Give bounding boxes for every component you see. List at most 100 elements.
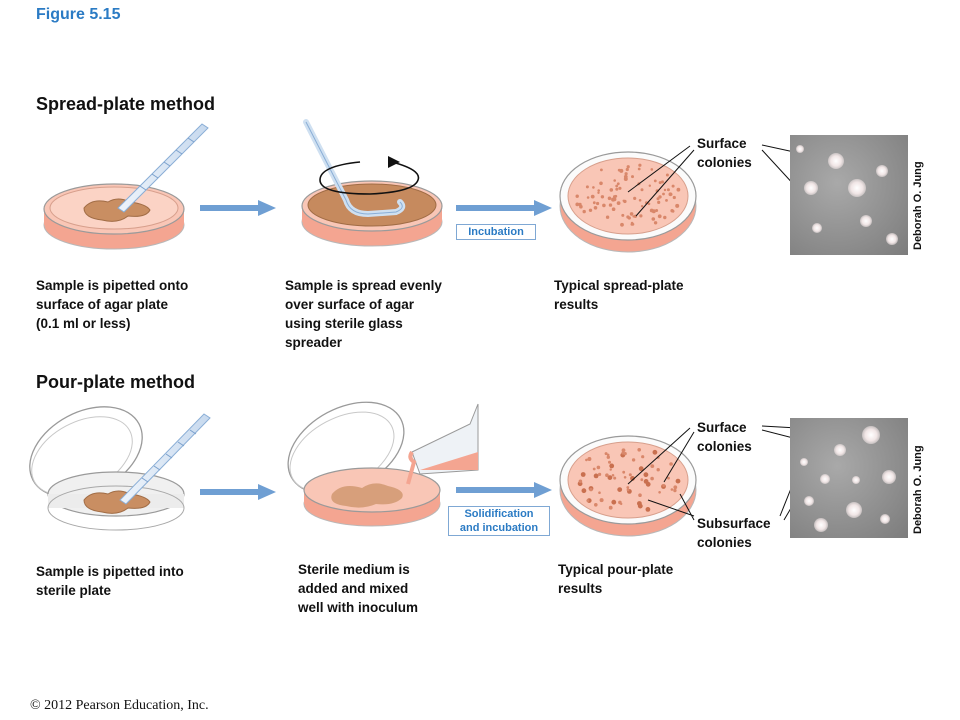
colony-dot bbox=[640, 188, 644, 192]
pour-plate-title: Pour-plate method bbox=[36, 372, 196, 392]
pour-plate-photo bbox=[790, 418, 908, 538]
colony-dot bbox=[630, 476, 635, 481]
colony-dot bbox=[611, 207, 616, 211]
colony-dot bbox=[624, 172, 628, 176]
colony-dot bbox=[657, 200, 661, 204]
colony-dot bbox=[671, 209, 675, 213]
colony-dot bbox=[585, 458, 588, 462]
colony-dot bbox=[621, 213, 625, 217]
colony-dot bbox=[652, 449, 658, 455]
colony-dot bbox=[619, 168, 624, 173]
colony-dot bbox=[657, 214, 662, 219]
colony-dot bbox=[631, 175, 634, 179]
colony-dot bbox=[629, 212, 634, 216]
colony-dot bbox=[608, 460, 611, 464]
colony-dot bbox=[632, 215, 635, 218]
colony-dot bbox=[650, 464, 655, 468]
colony-dot bbox=[669, 193, 673, 196]
colony-dot bbox=[592, 467, 596, 471]
colony-dot bbox=[665, 199, 668, 202]
pour-plate-3 bbox=[559, 435, 697, 537]
colony-dot bbox=[675, 203, 680, 208]
colony-dot bbox=[640, 478, 644, 482]
colony-dot bbox=[637, 448, 641, 452]
colony-dot bbox=[598, 491, 601, 495]
colony-dot bbox=[626, 486, 630, 489]
colony-dot bbox=[579, 204, 583, 209]
colony-dot bbox=[592, 186, 595, 189]
colony-dot bbox=[647, 202, 651, 206]
colony-dot bbox=[616, 201, 621, 206]
colony-dot bbox=[596, 201, 600, 206]
colony-dot bbox=[609, 468, 612, 471]
colony-dot bbox=[638, 493, 642, 498]
colony-dot bbox=[615, 184, 619, 188]
pipette-spread bbox=[117, 123, 209, 213]
colony-dot bbox=[673, 488, 677, 493]
pour-colonies bbox=[577, 448, 681, 512]
colony-dot bbox=[598, 472, 602, 476]
colony-dot bbox=[658, 195, 662, 199]
colony-dot bbox=[658, 491, 661, 494]
colony-dot bbox=[596, 465, 601, 470]
colony-dot bbox=[609, 188, 614, 192]
colony-dot bbox=[640, 205, 644, 208]
colony-dot bbox=[575, 202, 580, 207]
colony-dot bbox=[663, 188, 667, 192]
colony-dot bbox=[613, 476, 617, 480]
spread-plate-1 bbox=[43, 183, 185, 250]
colony-dot bbox=[606, 453, 610, 457]
colony-dot bbox=[609, 463, 615, 469]
colony-dot bbox=[597, 189, 600, 192]
colony-dot bbox=[613, 179, 616, 182]
colony-dot bbox=[580, 472, 586, 477]
pour-subsurface-colonies-label: Subsurface colonies bbox=[697, 516, 771, 550]
colony-dot bbox=[617, 487, 623, 492]
colony-dot bbox=[631, 458, 636, 462]
colony-dot bbox=[586, 196, 590, 199]
rotation-arrow bbox=[319, 156, 420, 195]
colony-dot bbox=[593, 206, 598, 210]
spread-surface-colonies-label: Surface colonies bbox=[697, 136, 752, 170]
pour-plate-1 bbox=[29, 406, 185, 531]
colony-dot bbox=[607, 475, 613, 480]
colony-dot bbox=[621, 451, 625, 455]
colony-dot bbox=[622, 199, 625, 202]
colony-dot bbox=[641, 455, 645, 459]
colony-dot bbox=[611, 474, 615, 477]
spread-plate-2 bbox=[301, 180, 443, 247]
colony-dot bbox=[656, 468, 660, 472]
spread-step3-caption: Typical spread-plate results bbox=[554, 278, 684, 312]
colony-dot bbox=[628, 473, 632, 477]
spread-step1-caption: Sample is pipetted onto surface of agar … bbox=[36, 278, 189, 331]
colony-dot bbox=[605, 473, 609, 478]
colony-dot bbox=[608, 505, 613, 510]
colony-dot bbox=[582, 209, 586, 214]
colony-dot bbox=[602, 203, 606, 208]
colony-dot bbox=[589, 487, 593, 492]
colony-dot bbox=[676, 187, 681, 192]
colony-dot bbox=[650, 168, 654, 171]
colony-dot bbox=[599, 498, 604, 503]
colony-dot bbox=[607, 196, 612, 201]
colony-dot bbox=[665, 173, 669, 177]
colony-dot bbox=[618, 186, 622, 190]
colony-dot bbox=[620, 502, 623, 506]
colony-dot bbox=[658, 181, 662, 185]
colony-dot bbox=[643, 472, 649, 478]
colony-dot bbox=[667, 476, 670, 480]
colony-dot bbox=[645, 507, 651, 512]
colony-dot bbox=[586, 499, 590, 502]
colony-dot bbox=[666, 188, 670, 192]
colony-dot bbox=[671, 184, 675, 188]
colony-dot bbox=[649, 208, 654, 213]
colony-dot bbox=[622, 470, 626, 474]
spread-plate-photo bbox=[790, 135, 908, 255]
colony-dot bbox=[604, 452, 608, 456]
colony-dot bbox=[608, 203, 613, 207]
pour-plate-2 bbox=[287, 401, 441, 527]
colony-dot bbox=[645, 481, 651, 487]
colony-dot bbox=[626, 165, 630, 169]
colony-dot bbox=[650, 476, 654, 481]
colony-dot bbox=[625, 167, 629, 172]
